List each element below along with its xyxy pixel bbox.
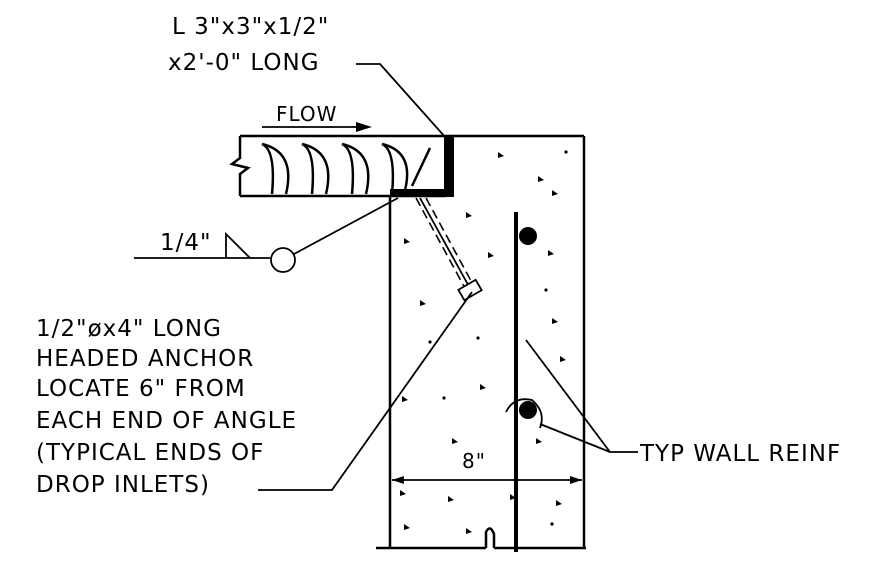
anchor-note-line-1: 1/2"øx4" LONG xyxy=(36,316,222,342)
flow-arrow xyxy=(262,122,372,132)
concrete-wall xyxy=(376,134,586,550)
grate-bar xyxy=(229,134,446,198)
rebar-dot-top xyxy=(519,227,537,245)
anchor-leader xyxy=(258,291,473,491)
angle-leader xyxy=(356,63,447,139)
rebar-dot-bottom xyxy=(519,401,537,419)
anchor-note-line-3: LOCATE 6" FROM xyxy=(36,376,246,402)
wall-thickness-dimension xyxy=(392,476,582,484)
wall-reinforcement xyxy=(505,212,638,552)
wall-thickness-label: 8" xyxy=(462,449,486,473)
headed-anchor xyxy=(415,197,483,302)
angle-size-label: L 3"x3"x1/2" xyxy=(172,14,329,40)
anchor-note-line-2: HEADED ANCHOR xyxy=(36,346,254,372)
angle-length-label: x2'-0" LONG xyxy=(168,50,320,76)
concrete-stipple xyxy=(400,150,568,534)
steel-angle xyxy=(390,136,454,197)
anchor-note-line-6: DROP INLETS) xyxy=(36,472,210,498)
flow-label: FLOW xyxy=(276,102,337,126)
weld-size-label: 1/4" xyxy=(160,230,212,256)
anchor-note-line-4: EACH END OF ANGLE xyxy=(36,408,297,434)
wall-reinf-label: TYP WALL REINF xyxy=(639,441,841,467)
anchor-note-line-5: (TYPICAL ENDS OF xyxy=(36,440,264,466)
weld-symbol xyxy=(134,197,399,273)
